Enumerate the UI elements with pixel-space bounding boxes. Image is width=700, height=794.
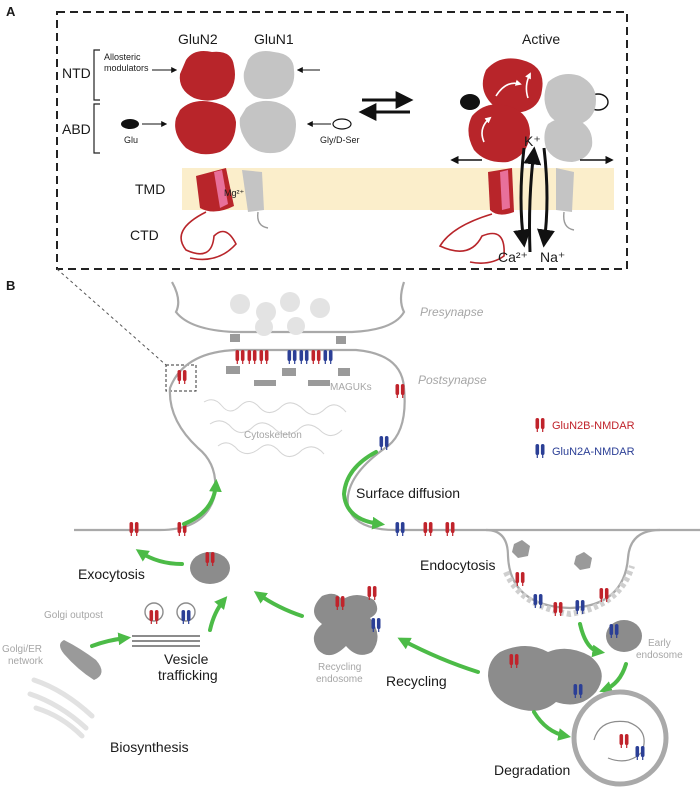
surface-diffusion-label: Surface diffusion bbox=[356, 485, 460, 501]
zoom-source-box bbox=[165, 364, 197, 392]
legend-glun2a-icon bbox=[534, 443, 546, 459]
er-network bbox=[27, 677, 95, 739]
glun2-ntd bbox=[179, 51, 235, 101]
glun1-abd bbox=[239, 100, 296, 154]
surface-diffusion-arrow bbox=[341, 450, 386, 530]
gly-ligand bbox=[332, 118, 352, 130]
domain-brackets bbox=[93, 49, 100, 154]
degradation-arrow bbox=[532, 710, 572, 741]
lysosome bbox=[571, 689, 669, 787]
golgi-er-label-2: network bbox=[8, 656, 44, 667]
gly-label: Gly/D-Ser bbox=[320, 135, 360, 145]
resting-nmdar: Mg²⁺ bbox=[175, 51, 296, 261]
recycling-endosome bbox=[313, 593, 378, 656]
ntd-label: NTD bbox=[62, 65, 91, 81]
na-ion-label: Na⁺ bbox=[540, 249, 565, 265]
postsynapse-label: Postsynapse bbox=[418, 373, 487, 387]
to-golgi-outpost-arrow bbox=[90, 632, 132, 648]
ca-flux-arrow bbox=[513, 147, 531, 248]
legend-glun2b-label: GluN2B-NMDAR bbox=[552, 420, 635, 432]
synaptic-vesicles bbox=[230, 292, 330, 336]
cytoskeleton-label: Cytoskeleton bbox=[244, 430, 302, 441]
panel-b-label: B bbox=[6, 278, 15, 293]
recycling-endosome-label-2: endosome bbox=[316, 674, 363, 685]
golgi-outpost-label: Golgi outpost bbox=[44, 610, 103, 621]
panel-a-label: A bbox=[6, 4, 16, 19]
biosynthesis-label: Biosynthesis bbox=[110, 739, 189, 755]
glun2-label: GluN2 bbox=[178, 31, 218, 47]
glun1-label: GluN1 bbox=[254, 31, 294, 47]
cytoskeleton-mesh bbox=[203, 399, 347, 457]
recycling-endosome-label-1: Recycling bbox=[318, 662, 361, 673]
presynapse-label: Presynapse bbox=[420, 305, 484, 319]
endocytosis-label: Endocytosis bbox=[420, 557, 495, 573]
zoom-box bbox=[56, 11, 628, 270]
glun2-ctd bbox=[180, 211, 237, 261]
early-endosome-label-1: Early bbox=[648, 638, 671, 649]
clathrin-coat bbox=[503, 565, 635, 618]
spine-insertion-arrow bbox=[182, 478, 222, 526]
vesicle-trafficking-label-2: trafficking bbox=[158, 667, 218, 683]
early-endosome-label-2: endosome bbox=[636, 650, 683, 661]
outpost-to-vesicle-arrow bbox=[208, 596, 228, 632]
exocytosis-arrow bbox=[135, 549, 184, 566]
glun1-tmd bbox=[242, 170, 264, 212]
glun1-ctd bbox=[257, 211, 269, 229]
glu-label: Glu bbox=[124, 135, 138, 145]
exocytic-vesicle bbox=[190, 552, 230, 584]
sorting-endosome bbox=[488, 646, 602, 711]
golgi-outpost bbox=[132, 602, 200, 647]
maguks-label: MAGUKs bbox=[330, 382, 372, 393]
receptor-red-icon bbox=[234, 349, 246, 365]
glu-ligand bbox=[121, 119, 139, 129]
receptor-cluster bbox=[128, 349, 456, 537]
endocytic-pit bbox=[485, 528, 661, 610]
active-nmdar: K⁺ Ca²⁺ Na⁺ bbox=[438, 58, 614, 265]
maguk-scaffold bbox=[226, 334, 350, 386]
legend: GluN2B-NMDAR GluN2A-NMDAR bbox=[534, 417, 635, 459]
ctd-label: CTD bbox=[130, 227, 159, 243]
glu-bound bbox=[460, 94, 480, 110]
exocytosis-label: Exocytosis bbox=[78, 566, 145, 582]
recycling-label: Recycling bbox=[386, 673, 447, 689]
vesicle-trafficking-label-1: Vesicle bbox=[164, 651, 209, 667]
to-early-endosome-arrow bbox=[578, 622, 606, 658]
golgi-apparatus bbox=[60, 640, 102, 680]
glun2-abd bbox=[175, 101, 236, 155]
allosteric-label-1: Allosteric bbox=[104, 52, 141, 62]
presynapse-membrane bbox=[171, 281, 406, 334]
equilibrium-arrows-icon bbox=[358, 91, 414, 121]
ca-ion-label: Ca²⁺ bbox=[498, 249, 528, 265]
glun1-ntd bbox=[243, 51, 295, 99]
receptor-blue-icon bbox=[286, 349, 298, 365]
recycling-arrow bbox=[397, 637, 480, 674]
legend-glun2b-icon bbox=[534, 417, 546, 433]
legend-glun2a-label: GluN2A-NMDAR bbox=[552, 446, 635, 458]
allosteric-label-2: modulators bbox=[104, 63, 149, 73]
abd-label: ABD bbox=[62, 121, 91, 137]
early-to-sorting-arrow bbox=[599, 662, 628, 694]
panel-a: A NTD ABD TMD CTD GluN2 GluN1 Allosteric… bbox=[6, 4, 628, 270]
mg-label: Mg²⁺ bbox=[224, 188, 244, 198]
active-label: Active bbox=[522, 31, 560, 47]
panel-b: B Presynapse Postsynapse MAGUKs Cytoskel… bbox=[2, 268, 700, 787]
k-ion-label: K⁺ bbox=[524, 133, 541, 149]
recycling-to-surface-arrow bbox=[253, 591, 304, 618]
tmd-label: TMD bbox=[135, 181, 165, 197]
golgi-er-label-1: Golgi/ER bbox=[2, 644, 42, 655]
degradation-label: Degradation bbox=[494, 762, 570, 778]
na-flux-arrow bbox=[537, 147, 555, 248]
